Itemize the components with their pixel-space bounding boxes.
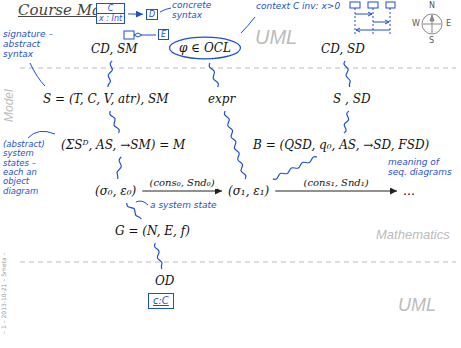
transition-arrow <box>128 13 143 14</box>
squiggle-connector <box>108 61 113 87</box>
signature-formula: S , SD <box>330 90 374 108</box>
ellipsis: … <box>400 182 418 200</box>
node-text: c:C <box>153 295 169 307</box>
handwritten-note: meaning of seq. diagrams <box>388 158 456 178</box>
handwritten-note: context C inv: x>0 <box>256 2 344 12</box>
layer-label: UML <box>255 26 297 48</box>
ocl-ellipse: φ ∈ OCL <box>168 36 242 60</box>
graph-formula: G = (N, E, f) <box>112 222 193 240</box>
expression-node: expr <box>205 90 238 108</box>
node-text: S = (T, C, V, atr), SM <box>43 92 169 106</box>
compass-letter: E <box>446 20 451 28</box>
compass-letter: S <box>429 37 434 45</box>
diagram-kind: CD, SM <box>88 40 141 58</box>
squiggle-connector <box>127 203 142 219</box>
node-text: B = (QSD, q₀, AS, →SD, FSD) <box>253 138 429 152</box>
compass-letter: N <box>429 2 435 10</box>
node-text: C <box>97 4 124 14</box>
layer-label: Mathematics <box>376 228 450 242</box>
system-state: (σ₁, ε₁) <box>225 182 272 200</box>
system-state: (σ₀, ε₀) <box>92 182 139 200</box>
layer-label: Model <box>3 89 16 122</box>
layer-divider <box>20 262 456 263</box>
squiggle-connector <box>209 63 218 87</box>
node-text: S , SD <box>333 92 371 106</box>
layer-label: UML <box>398 296 436 316</box>
squiggle-connector <box>224 111 246 179</box>
handwritten-note: a system state <box>150 201 217 211</box>
node-text: CD, SD <box>321 42 365 56</box>
node-text: (σ₀, ε₀) <box>95 184 136 198</box>
node-text: G = (N, E, f) <box>115 224 190 238</box>
class-box: D <box>146 9 158 20</box>
transition-label: (cons₁, Snd₁) <box>302 177 371 189</box>
node-text: expr <box>208 92 235 106</box>
transition-label: (cons₀, Snd₀) <box>148 177 217 189</box>
aggregation-sketch <box>124 31 156 39</box>
diagram-kind: OD <box>152 272 177 290</box>
node-text: E <box>161 30 166 39</box>
squiggle-connector <box>117 157 121 179</box>
node-text: D <box>149 10 155 19</box>
class-box: Cx : Int <box>96 3 125 24</box>
node-text: (ΣSᴰ, AS, →SM) = M <box>61 138 185 152</box>
diagram-kind: CD, SD <box>318 40 368 58</box>
handwritten-note: (abstract) system states – each an objec… <box>3 140 53 196</box>
annotation-leader <box>28 8 255 205</box>
handwritten-note: signature – abstract syntax <box>3 30 57 60</box>
transition-arrow <box>142 191 222 192</box>
squiggle-connector <box>154 243 161 269</box>
automaton-formula: B = (QSD, q₀, AS, →SD, FSD) <box>250 136 432 154</box>
signature-formula: S = (T, C, V, atr), SM <box>40 90 172 108</box>
squiggle-connector <box>344 111 349 133</box>
node-text: OD <box>155 274 174 288</box>
node-text: CD, SM <box>91 42 138 56</box>
compass-letter: W <box>412 20 420 28</box>
object-box: c:C <box>148 293 174 309</box>
node-text: φ ∈ OCL <box>179 41 231 55</box>
squiggle-connector <box>344 61 350 87</box>
compass-rose <box>422 14 442 34</box>
squiggle-connector <box>273 157 317 180</box>
node-text: … <box>403 184 415 198</box>
class-box: E <box>158 29 169 40</box>
transition-arrow <box>275 191 397 192</box>
sequence-diagram-sketch <box>350 2 395 36</box>
ellipse-outline <box>169 37 240 59</box>
handwritten-note: concrete syntax <box>172 1 224 21</box>
layer-divider <box>20 68 456 69</box>
structure-formula: (ΣSᴰ, AS, →SM) = M <box>58 136 188 154</box>
node-text: x : Int <box>97 14 124 23</box>
node-text: (σ₁, ε₁) <box>228 184 269 198</box>
slide-footer: – 1 – 2013-10-21 – Smeta – <box>1 252 8 334</box>
squiggle-connector <box>110 111 120 133</box>
